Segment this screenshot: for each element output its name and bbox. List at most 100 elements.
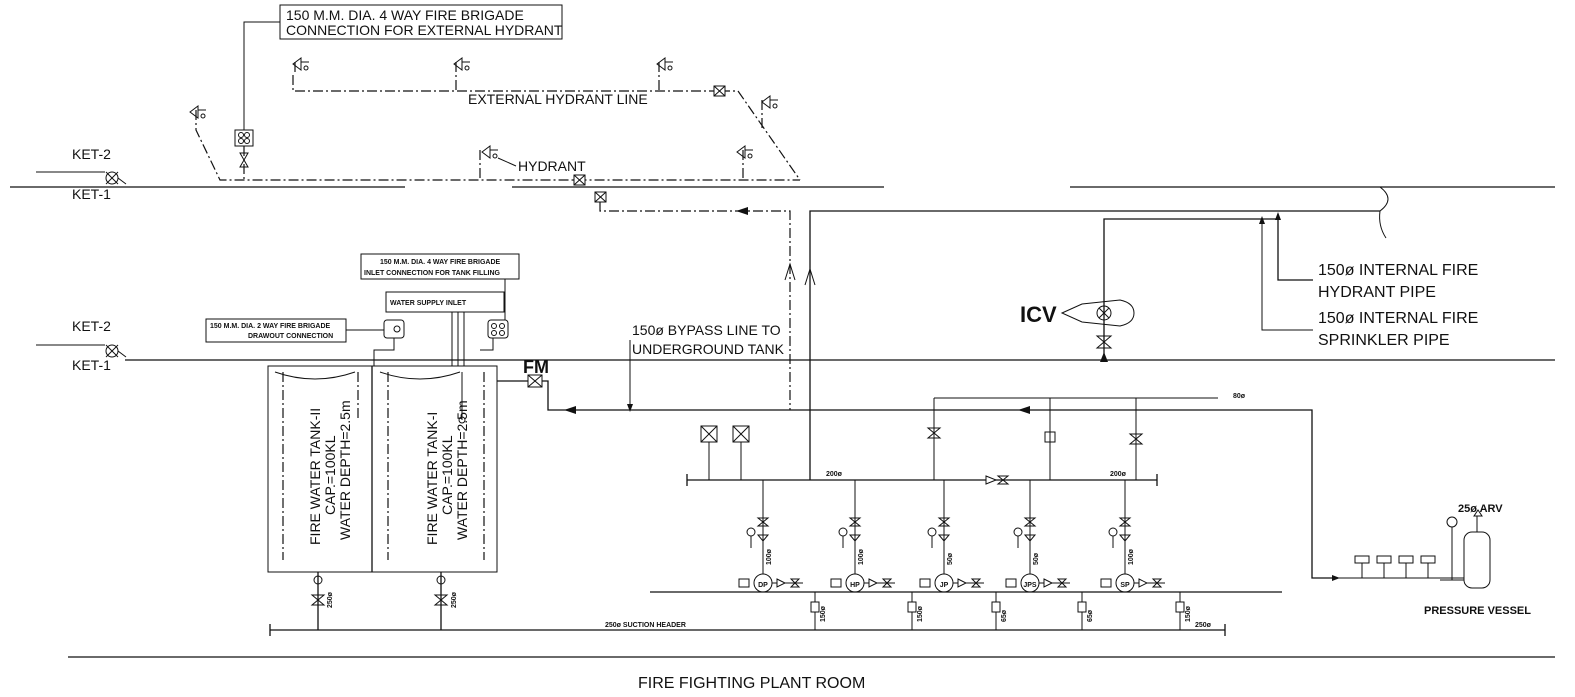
gauge-icon bbox=[746, 527, 756, 537]
check-valve-icon bbox=[937, 534, 951, 542]
reducer-icon bbox=[957, 578, 968, 588]
hydrant-label: HYDRANT bbox=[518, 158, 586, 174]
flow-arrow-icon bbox=[1259, 212, 1281, 224]
valve-icon bbox=[1056, 578, 1068, 588]
valve-icon bbox=[105, 344, 127, 358]
ket1-mid-label: KET-1 bbox=[72, 357, 111, 373]
check-valve-icon bbox=[985, 475, 1010, 485]
fb-drawout-line1: 150 M.M. DIA. 2 WAY FIRE BRIGADE bbox=[210, 323, 331, 330]
fb-drawout-icon bbox=[383, 319, 405, 339]
tank2-line2: CAP.=100KL bbox=[322, 435, 338, 515]
valve-icon bbox=[1044, 431, 1056, 443]
gauge-icon bbox=[927, 527, 937, 537]
hydrant-valve-icon bbox=[292, 57, 309, 71]
discharge-size: 50ø bbox=[1033, 552, 1040, 565]
external-hydrant-line-label: EXTERNAL HYDRANT LINE bbox=[468, 91, 648, 107]
valve-icon bbox=[594, 191, 607, 203]
valve-icon bbox=[1118, 517, 1132, 527]
reducer-icon bbox=[776, 578, 787, 588]
internal-hydrant-line2: HYDRANT PIPE bbox=[1318, 284, 1436, 301]
plant-room-title: FIRE FIGHTING PLANT ROOM bbox=[638, 675, 865, 692]
tank-outlet-size: 250ø bbox=[327, 591, 334, 608]
ket2-top-label: KET-2 bbox=[72, 146, 111, 162]
valve-icon bbox=[991, 601, 1001, 613]
reducer-icon bbox=[1043, 578, 1054, 588]
arv-label: 25ø ARV bbox=[1458, 503, 1503, 515]
valve-icon bbox=[881, 578, 893, 588]
hydrant-valve-icon bbox=[481, 145, 498, 159]
tank-outlet-size: 250ø bbox=[451, 591, 458, 608]
flow-arrow-icon bbox=[736, 207, 748, 215]
check-valve-icon bbox=[1023, 534, 1037, 542]
external-hydrant-loop bbox=[195, 62, 801, 181]
valve-icon bbox=[1128, 433, 1144, 445]
valve-icon bbox=[105, 171, 127, 185]
tank-outlet-valve bbox=[433, 572, 449, 630]
motor-icon bbox=[919, 578, 931, 588]
bypass-line2: UNDERGROUND TANK bbox=[632, 341, 785, 357]
suction-size: 150ø bbox=[820, 605, 827, 622]
pressure-vessel bbox=[1440, 509, 1491, 589]
reducer-icon bbox=[1138, 578, 1149, 588]
pump-label: JP bbox=[940, 582, 949, 589]
gate-valve-icon bbox=[700, 425, 718, 480]
valve-icon bbox=[756, 517, 770, 527]
internal-hydrant-line1: 150ø INTERNAL FIRE bbox=[1318, 262, 1478, 279]
valve-icon bbox=[848, 517, 862, 527]
gauge-icon bbox=[1013, 527, 1023, 537]
pump-label: JPS bbox=[1023, 582, 1037, 589]
tank-outlet-valve bbox=[310, 572, 326, 630]
tank1-line2: CAP.=100KL bbox=[439, 435, 455, 515]
fb-inlet-line1: 150 M.M. DIA. 4 WAY FIRE BRIGADE bbox=[380, 259, 501, 266]
fb-inlet-line2: INLET CONNECTION FOR TANK FILLING bbox=[364, 270, 501, 277]
fb-inlet-connection-box bbox=[360, 253, 520, 280]
fb-connection-icon bbox=[234, 129, 254, 147]
pipe-80-label: 80ø bbox=[1233, 393, 1246, 400]
pipe-200-right: 200ø bbox=[1110, 471, 1127, 478]
valve-icon bbox=[907, 601, 917, 613]
valve-icon bbox=[713, 85, 726, 97]
gauge-icon bbox=[1108, 527, 1118, 537]
tank2-line3: WATER DEPTH=2.5m bbox=[337, 400, 353, 540]
check-valve-icon bbox=[1118, 534, 1132, 542]
gate-valve-icon bbox=[732, 425, 750, 480]
valve-icon bbox=[937, 517, 951, 527]
discharge-size: 100ø bbox=[766, 548, 773, 565]
valve-icon bbox=[1023, 517, 1037, 527]
tank1-line1: FIRE WATER TANK-I bbox=[424, 412, 440, 545]
pressure-switch-icon bbox=[1354, 555, 1436, 578]
pipe-break-icon bbox=[1379, 186, 1389, 239]
icv-label: ICV bbox=[1020, 302, 1057, 327]
suction-header-label: 250ø SUCTION HEADER bbox=[605, 622, 686, 629]
pipe-200-left: 200ø bbox=[826, 471, 843, 478]
fb-external-line2: CONNECTION FOR EXTERNAL HYDRANT bbox=[286, 22, 563, 38]
tank1-line3: WATER DEPTH=2.5m bbox=[454, 400, 470, 540]
fire-water-tanks bbox=[267, 365, 498, 573]
valve-icon bbox=[1077, 601, 1087, 613]
tank2-line1: FIRE WATER TANK-II bbox=[307, 408, 323, 545]
internal-sprinkler-line2: SPRINKLER PIPE bbox=[1318, 332, 1450, 349]
hydrant-valve-icon bbox=[736, 145, 753, 159]
suction-size: 150ø bbox=[917, 605, 924, 622]
valve-icon bbox=[1175, 601, 1185, 613]
fb-external-line1: 150 M.M. DIA. 4 WAY FIRE BRIGADE bbox=[286, 7, 524, 23]
suction-size: 65ø bbox=[1087, 609, 1094, 622]
motor-icon bbox=[830, 578, 842, 588]
valve-icon bbox=[926, 427, 942, 439]
fb-drawout-line2: DRAWOUT CONNECTION bbox=[248, 333, 333, 340]
pump-label: SP bbox=[1120, 582, 1130, 589]
discharge-size: 50ø bbox=[947, 552, 954, 565]
fb-external-connection-box bbox=[279, 4, 563, 40]
valve-icon bbox=[1151, 578, 1163, 588]
pressure-vessel-label: PRESSURE VESSEL bbox=[1424, 605, 1531, 617]
hydrant-valve-icon bbox=[761, 95, 778, 109]
motor-icon bbox=[1100, 578, 1112, 588]
suction-size: 65ø bbox=[1001, 609, 1008, 622]
water-supply-inlet-box bbox=[385, 291, 505, 313]
